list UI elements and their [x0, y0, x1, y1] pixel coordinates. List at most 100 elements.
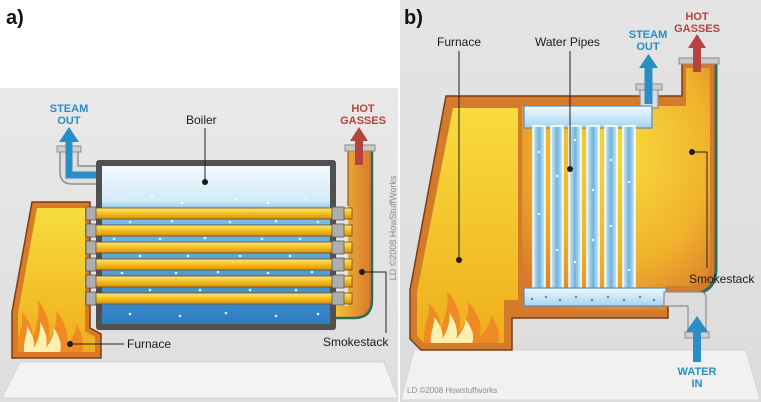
steam-out-label-line2: OUT — [57, 115, 81, 127]
smokestack-outline — [336, 150, 374, 320]
furnace-label: Furnace — [127, 337, 171, 351]
flame-inner — [23, 322, 61, 352]
water-dot — [652, 298, 656, 302]
furnace-leader-dot — [67, 341, 73, 347]
water-bubble — [627, 268, 631, 272]
water-bubble — [627, 180, 631, 184]
water-dot — [558, 298, 562, 302]
tube-cap-right — [331, 274, 345, 289]
smokestack — [336, 150, 372, 318]
water-pipes — [532, 125, 636, 293]
steam-out-arrow-icon — [59, 127, 96, 179]
water-bubble — [248, 288, 252, 292]
water-bubble — [238, 254, 242, 258]
water-pipe — [622, 125, 636, 293]
water-bubble — [591, 188, 595, 192]
water-pipe — [550, 125, 564, 293]
pipe-bubbles — [537, 138, 631, 272]
water-bubble — [298, 237, 302, 241]
water-pipes-label: Water Pipes — [535, 35, 600, 49]
panel-a-floor — [1, 361, 399, 399]
water-bubble — [138, 254, 142, 258]
water-dot — [590, 298, 594, 302]
hot-gasses-arrow-head — [688, 34, 706, 48]
water-bubble — [537, 150, 541, 154]
water-pipe — [568, 125, 582, 293]
water-bubble — [573, 260, 577, 264]
water-bubble — [274, 219, 278, 223]
tube-sheet-caps — [85, 206, 345, 306]
boiler-leader-dot — [202, 179, 208, 185]
water-dot — [606, 295, 610, 299]
hot-gasses-arrow-head — [350, 127, 368, 141]
furnace-chamber — [417, 108, 518, 343]
steam-out-label-line2: OUT — [636, 41, 660, 53]
water-pipe — [586, 125, 600, 293]
flame-outer — [423, 291, 499, 343]
steam-arrow-head — [59, 127, 79, 142]
water-bubble — [234, 197, 238, 201]
panel-b-label: b) — [404, 7, 423, 29]
water-bubble — [537, 212, 541, 216]
boiler-label: Boiler — [186, 113, 217, 127]
panel-a-fire-tube-boiler: a) — [0, 7, 399, 402]
water-bubble — [198, 288, 202, 292]
water-bubble — [555, 174, 559, 178]
water-bubble — [158, 237, 162, 241]
water-bubble — [112, 237, 116, 241]
water-bubble — [310, 270, 314, 274]
water-bubble — [228, 220, 232, 224]
fire-tube — [85, 258, 353, 271]
panel-a-label: a) — [6, 7, 24, 29]
hot-gasses-arrow-shaft — [693, 46, 701, 72]
drum-water-dots — [530, 295, 656, 302]
water-bubble — [120, 271, 124, 275]
water-bubble — [609, 158, 613, 162]
water-bubble — [316, 312, 320, 316]
water-bubble — [148, 288, 152, 292]
water-dot — [622, 298, 626, 302]
water-bubble — [178, 314, 182, 318]
water-pipe — [604, 125, 618, 293]
smokestack-leader-line — [694, 151, 708, 268]
water-bubble — [266, 201, 270, 205]
water-in-arrow-head — [686, 316, 708, 332]
hot-gasses-arrow-icon — [688, 34, 706, 72]
water-bubbles — [112, 195, 320, 318]
water-bubble — [316, 220, 320, 224]
water-dot — [544, 295, 548, 299]
water-dot — [638, 295, 642, 299]
water-bubble — [274, 314, 278, 318]
smokestack-leader-dot — [359, 269, 365, 275]
water-dot — [574, 295, 578, 299]
smokestack-label: Smokestack — [323, 335, 389, 349]
water-bubble — [128, 220, 132, 224]
upper-water-drum — [523, 105, 653, 129]
tube-cap-right — [331, 223, 345, 238]
water-bubble — [170, 219, 174, 223]
panel-a-credit: LD ©2008 HowStuffWorks — [388, 175, 398, 280]
tube-cap-right — [331, 291, 345, 306]
hot-gasses-label-line2: GASSES — [340, 115, 386, 127]
tube-cap-left — [85, 206, 97, 221]
tube-cap-left — [85, 291, 97, 306]
flame-icon — [17, 300, 84, 352]
fire-tube — [85, 224, 353, 237]
hot-gasses-label-line1: HOT — [351, 103, 375, 115]
furnace-label: Furnace — [437, 35, 481, 49]
hot-gasses-label-line1: HOT — [685, 11, 709, 23]
water-in-label-line1: WATER — [678, 366, 717, 378]
hot-gasses-arrow-icon — [350, 127, 368, 165]
water-bubble — [180, 201, 184, 205]
fire-tube — [85, 241, 353, 254]
tube-cap-right — [331, 257, 345, 272]
water-bubble — [118, 198, 122, 202]
fire-tubes — [85, 207, 353, 305]
steam-arrow-shaft-horizontal — [69, 171, 96, 179]
furnace-leader-dot — [456, 257, 462, 263]
steam-arrow-shaft — [644, 66, 653, 104]
flame-outer — [17, 300, 84, 352]
water-bubble — [304, 196, 308, 200]
hot-gasses-label-line2: GASSES — [674, 23, 720, 35]
